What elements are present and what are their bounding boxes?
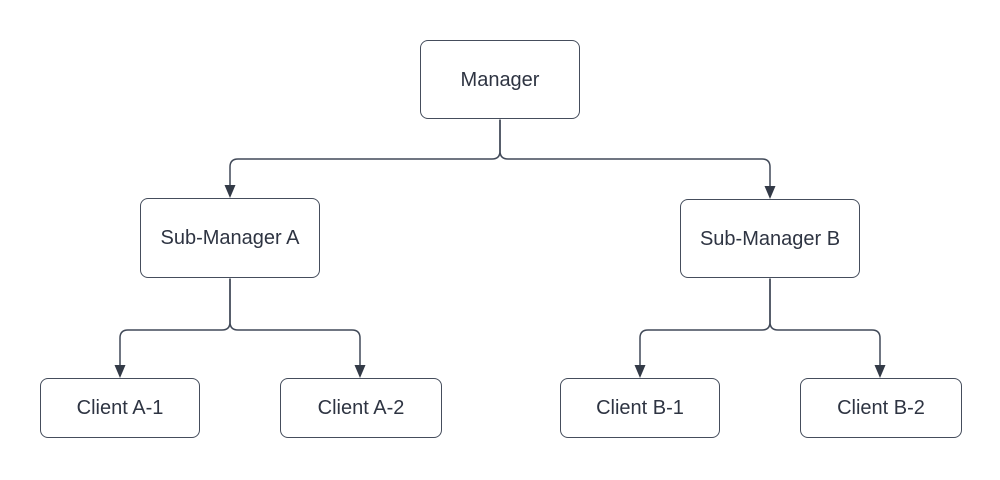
node-client-b-1[interactable]: Client B-1: [560, 378, 720, 438]
arrowhead-client-b-2: [874, 365, 886, 378]
edge-manager-to-sub-manager-b: [499, 119, 771, 187]
node-client-a-2-label: Client A-2: [317, 397, 405, 419]
node-client-a-1[interactable]: Client A-1: [40, 378, 200, 438]
node-manager[interactable]: Manager: [420, 40, 580, 119]
node-client-b-2-label: Client B-2: [837, 397, 925, 419]
arrowhead-client-a-1: [114, 365, 126, 378]
edge-sub-manager-b-to-client-b-1: [639, 278, 771, 366]
node-sub-manager-a-label: Sub-Manager A: [160, 227, 300, 249]
edge-sub-manager-b-to-client-b-2: [769, 278, 881, 366]
edge-sub-manager-a-to-client-a-1: [119, 278, 231, 366]
node-client-a-1-label: Client A-1: [76, 397, 164, 419]
edge-sub-manager-a-to-client-a-2: [229, 278, 361, 366]
arrowhead-client-a-2: [354, 365, 366, 378]
node-manager-label: Manager: [460, 68, 540, 91]
arrowhead-sub-manager-a: [224, 185, 236, 198]
node-sub-manager-a[interactable]: Sub-Manager A: [140, 198, 320, 278]
node-client-b-1-label: Client B-1: [596, 397, 684, 419]
node-sub-manager-b[interactable]: Sub-Manager B: [680, 199, 860, 278]
node-sub-manager-b-label: Sub-Manager B: [699, 227, 841, 250]
edge-manager-to-sub-manager-a: [229, 119, 501, 186]
arrowhead-client-b-1: [634, 365, 646, 378]
arrowhead-sub-manager-b: [764, 186, 776, 199]
node-client-a-2[interactable]: Client A-2: [280, 378, 442, 438]
node-client-b-2[interactable]: Client B-2: [800, 378, 962, 438]
